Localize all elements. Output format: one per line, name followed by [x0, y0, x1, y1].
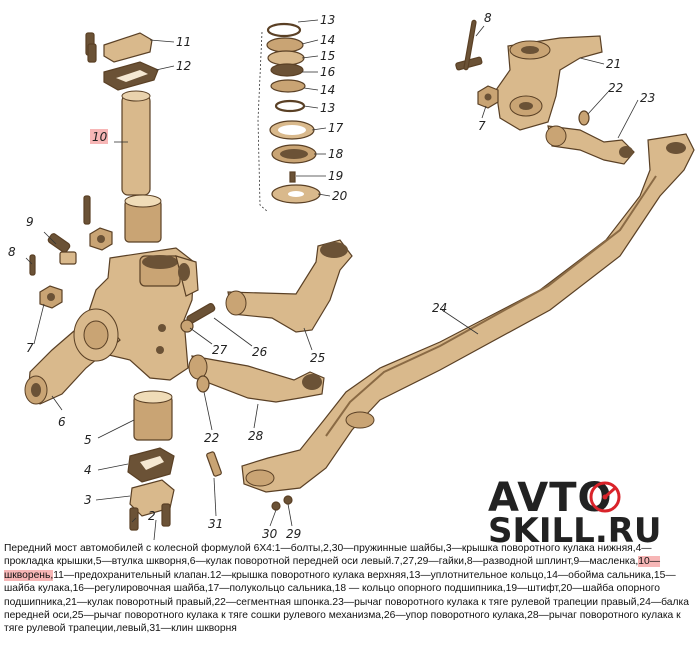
- callout-8-right: 8: [484, 11, 492, 25]
- beam-nut-29: [283, 495, 293, 505]
- seal-stack: [266, 22, 321, 204]
- speedometer-icon: [589, 481, 621, 513]
- callout-22-right: 22: [608, 81, 623, 95]
- figure-caption: Передний мост автомобилей с колесной фор…: [4, 542, 696, 636]
- nut-upper: [89, 227, 113, 251]
- kingpin-wedge: [206, 451, 222, 477]
- callout-4: 4: [84, 463, 92, 477]
- callout-22-left: 22: [204, 431, 219, 445]
- beam-nut-30: [271, 501, 281, 511]
- avtoskill-logo[interactable]: AVTO SKILL.RU: [488, 478, 698, 548]
- woodruff-key-left: [196, 375, 210, 393]
- small-bolt-vertical: [83, 195, 91, 225]
- callout-15: 15: [320, 49, 335, 63]
- callout-26: 26: [252, 345, 268, 359]
- callout-17: 17: [328, 121, 344, 135]
- callout-numbers: 1 2 3 4 5 6 7 8 9 10 11 12 13 14 15 16 1…: [8, 11, 655, 540]
- callout-7: 7: [26, 341, 34, 355]
- knuckle-stop: [180, 303, 216, 333]
- callout-14b: 14: [320, 83, 335, 97]
- callout-19: 19: [328, 169, 343, 183]
- callout-16: 16: [320, 65, 336, 79]
- steering-knuckle-left: [24, 247, 199, 405]
- callout-31: 31: [208, 517, 223, 531]
- axle-beam: [241, 133, 695, 493]
- callout-7-right: 7: [478, 119, 486, 133]
- callout-2: 2: [148, 509, 156, 523]
- lower-bushing: [133, 390, 173, 441]
- callout-12: 12: [176, 59, 191, 73]
- steering-knuckle-right: [495, 35, 603, 131]
- callout-27: 27: [212, 343, 228, 357]
- callout-13b: 13: [320, 101, 335, 115]
- callout-10: 10: [92, 130, 108, 144]
- tie-rod-lever-left: [188, 354, 325, 403]
- callout-14: 14: [320, 33, 335, 47]
- upper-cap-gasket: [103, 61, 159, 91]
- callout-10-highlight: [90, 129, 108, 144]
- upper-bushing: [124, 194, 162, 243]
- callout-28: 28: [248, 429, 264, 443]
- callout-30: 30: [262, 527, 278, 540]
- callout-20: 20: [332, 189, 348, 203]
- callout-24: 24: [432, 301, 447, 315]
- drag-link-lever: [225, 239, 353, 333]
- nut-right: [477, 85, 499, 109]
- caption-text-before: Передний мост автомобилей с колесной фор…: [4, 543, 652, 568]
- front-axle-exploded-diagram: 1 2 3 4 5 6 7 8 9 10 11 12 13 14 15 16 1…: [8, 11, 695, 540]
- callout-3: 3: [84, 493, 92, 507]
- callout-5: 5: [84, 433, 92, 447]
- callout-21: 21: [606, 57, 621, 71]
- leader-lines: [25, 19, 639, 540]
- tie-rod-lever-right: [545, 125, 635, 165]
- callout-18: 18: [328, 147, 344, 161]
- callout-23: 23: [640, 91, 655, 105]
- top-cap-bolts: [85, 32, 153, 63]
- lower-gasket: [127, 447, 175, 483]
- callout-29: 29: [286, 527, 301, 540]
- callout-8: 8: [8, 245, 16, 259]
- kingpin: [121, 90, 151, 196]
- grease-fitting: [47, 233, 77, 265]
- callout-11: 11: [176, 35, 191, 49]
- callout-13: 13: [320, 13, 335, 27]
- lower-bolts: [129, 503, 171, 531]
- logo-text-line2: SKILL.RU: [488, 511, 662, 551]
- callout-9: 9: [26, 215, 34, 229]
- callout-6: 6: [58, 415, 66, 429]
- right-bolt: [455, 19, 483, 71]
- callout-25: 25: [310, 351, 325, 365]
- woodruff-key-right: [578, 110, 590, 126]
- cotter-pin: [29, 254, 36, 276]
- nut-left: [39, 285, 63, 309]
- caption-text-after: 11—предохранительный клапан.12—крышка по…: [4, 569, 689, 635]
